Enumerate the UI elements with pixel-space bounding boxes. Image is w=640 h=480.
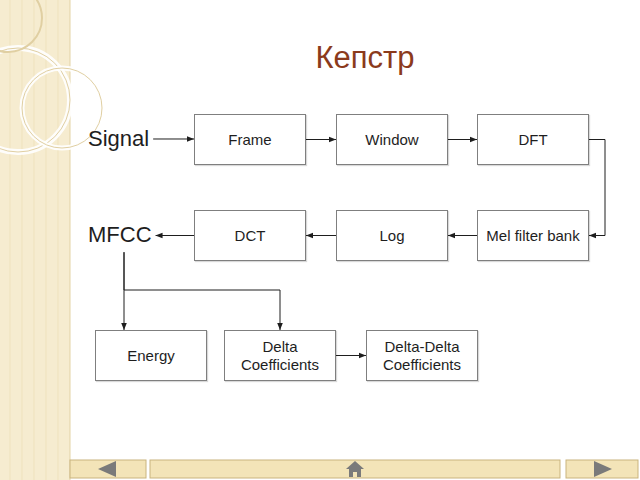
flow-arrow [448,235,477,236]
node-text: Signal [88,126,149,152]
flow-arrow [156,235,194,236]
node-text: MFCC [88,222,152,248]
deco-circles [0,0,102,152]
flow-arrow [336,355,366,356]
band-edge [70,0,71,480]
feature-box: Energy [95,330,207,381]
node-text: DFT [518,131,547,149]
node-text: Window [365,131,418,149]
flow-arrow [124,252,280,330]
back-arrow [98,461,116,477]
node-text: Mel filter bank [486,227,579,245]
feature-box: Delta-Delta Coefficients [366,330,478,381]
feature-box: Delta Coefficients [224,330,336,381]
process-box: DCT [194,210,306,261]
flow-arrow [448,139,477,140]
process-box: Frame [194,114,306,165]
home-bar [150,460,560,478]
flow-arrow [306,235,336,236]
back-button [70,460,146,478]
node-text: Delta Coefficients [233,338,327,374]
process-box: DFT [477,114,589,165]
nav-bar [70,460,638,478]
node-text: Energy [127,347,175,365]
node-text: DCT [235,227,266,245]
flow-arrow [153,138,194,139]
next-button [566,460,638,478]
signal-label: Signal [88,124,166,154]
process-box: Log [336,210,448,261]
next-arrow [594,461,612,477]
node-text: Delta-Delta Coefficients [375,338,469,374]
flow-arrow [589,140,605,236]
slide-title: Кепстр [240,40,490,76]
node-text: Log [379,227,404,245]
home-icon [346,461,364,477]
output-label: MFCC [88,220,166,250]
process-box: Window [336,114,448,165]
process-box: Mel filter bank [477,210,589,261]
node-text: Frame [228,131,271,149]
flow-arrow [306,139,336,140]
